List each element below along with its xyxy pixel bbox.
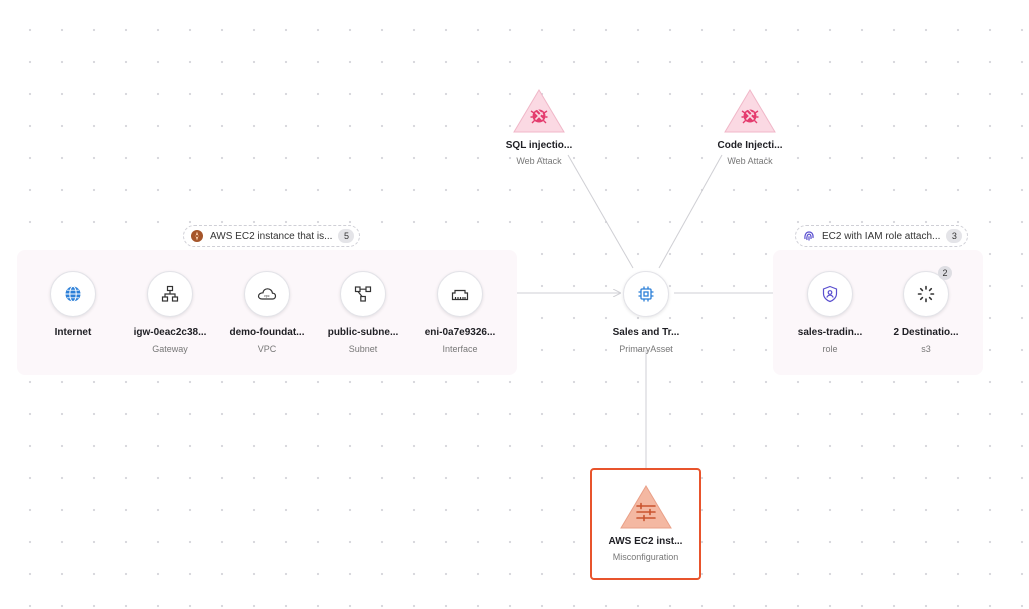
svg-text:vpc: vpc <box>264 294 270 298</box>
node-igw[interactable]: igw-0eac2c38... Gateway <box>120 271 220 354</box>
node-eni-title: eni-0a7e9326... <box>424 327 496 338</box>
node-misconfig-sub: Misconfiguration <box>612 552 679 562</box>
node-primary-title: Sales and Tr... <box>612 327 680 338</box>
node-role[interactable]: sales-tradin... role <box>780 271 880 354</box>
node-eni[interactable]: eni-0a7e9326... Interface <box>410 271 510 354</box>
node-role-title: sales-tradin... <box>797 327 863 338</box>
group-right-label-text: EC2 with IAM role attach... <box>822 230 941 242</box>
edge-code-primary <box>658 154 723 269</box>
shield-user-icon <box>822 285 838 303</box>
node-misconfig-title: AWS EC2 inst... <box>608 536 683 547</box>
node-internet-circle[interactable] <box>50 271 96 317</box>
node-code-triangle[interactable] <box>723 88 777 134</box>
chip-icon <box>638 286 654 302</box>
bug-icon <box>530 106 548 124</box>
cloud-vpc-icon: vpc <box>257 288 277 300</box>
ethernet-icon <box>451 289 469 301</box>
node-igw-title: igw-0eac2c38... <box>133 327 207 338</box>
node-eni-circle[interactable] <box>437 271 483 317</box>
node-code-injection[interactable]: Code Injecti... Web Attack <box>695 88 805 166</box>
group-right-count: 3 <box>946 229 963 243</box>
node-s3-circle[interactable]: 2 <box>903 266 952 317</box>
group-left-label-text: AWS EC2 instance that is... <box>210 230 333 242</box>
node-internet[interactable]: Internet <box>23 271 123 338</box>
globe-icon <box>65 286 81 302</box>
node-s3-title: 2 Destinatio... <box>893 327 959 338</box>
node-vpc-sub: VPC <box>257 344 277 354</box>
node-role-circle[interactable] <box>807 271 853 317</box>
node-eni-sub: Interface <box>442 344 478 354</box>
node-sql-sub: Web Attack <box>516 156 562 166</box>
fingerprint-icon <box>802 229 816 243</box>
node-code-sub: Web Attack <box>727 156 773 166</box>
group-left-label[interactable]: AWS EC2 instance that is... 5 <box>183 225 361 247</box>
node-s3-sub: s3 <box>921 344 931 354</box>
node-code-title: Code Injecti... <box>717 140 783 151</box>
node-vpc-circle[interactable]: vpc <box>244 271 290 317</box>
node-subnet-title: public-subne... <box>327 327 399 338</box>
node-subnet[interactable]: public-subne... Subnet <box>313 271 413 354</box>
sliders-icon <box>635 502 656 522</box>
node-internet-title: Internet <box>54 327 92 338</box>
bug-icon <box>741 106 759 124</box>
node-vpc-title: demo-foundat... <box>229 327 305 338</box>
group-right-label[interactable]: EC2 with IAM role attach... 3 <box>795 225 969 247</box>
node-igw-circle[interactable] <box>147 271 193 317</box>
node-sql-injection[interactable]: SQL injectio... Web Attack <box>484 88 594 166</box>
node-vpc[interactable]: vpc demo-foundat... VPC <box>217 271 317 354</box>
node-igw-sub: Gateway <box>152 344 188 354</box>
node-subnet-sub: Subnet <box>348 344 378 354</box>
node-sql-triangle[interactable] <box>512 88 566 134</box>
node-role-sub: role <box>822 344 838 354</box>
network-icon <box>161 285 179 302</box>
node-primary-asset[interactable]: Sales and Tr... PrimaryAsset <box>596 271 696 354</box>
subnet-icon <box>354 286 372 302</box>
node-s3[interactable]: 2 2 Destinatio... s3 <box>876 266 976 354</box>
node-misconfig-triangle[interactable] <box>619 484 673 530</box>
group-left-count: 5 <box>338 229 355 243</box>
node-subnet-circle[interactable] <box>340 271 386 317</box>
node-sql-title: SQL injectio... <box>505 140 573 151</box>
node-primary-sub: PrimaryAsset <box>619 344 673 354</box>
compass-icon <box>190 229 204 243</box>
node-primary-circle[interactable] <box>623 271 669 317</box>
node-s3-badge: 2 <box>938 266 952 280</box>
node-misconfiguration[interactable]: AWS EC2 inst... Misconfiguration <box>590 468 701 580</box>
loading-icon <box>917 285 935 303</box>
edge-sql-primary <box>567 154 634 269</box>
